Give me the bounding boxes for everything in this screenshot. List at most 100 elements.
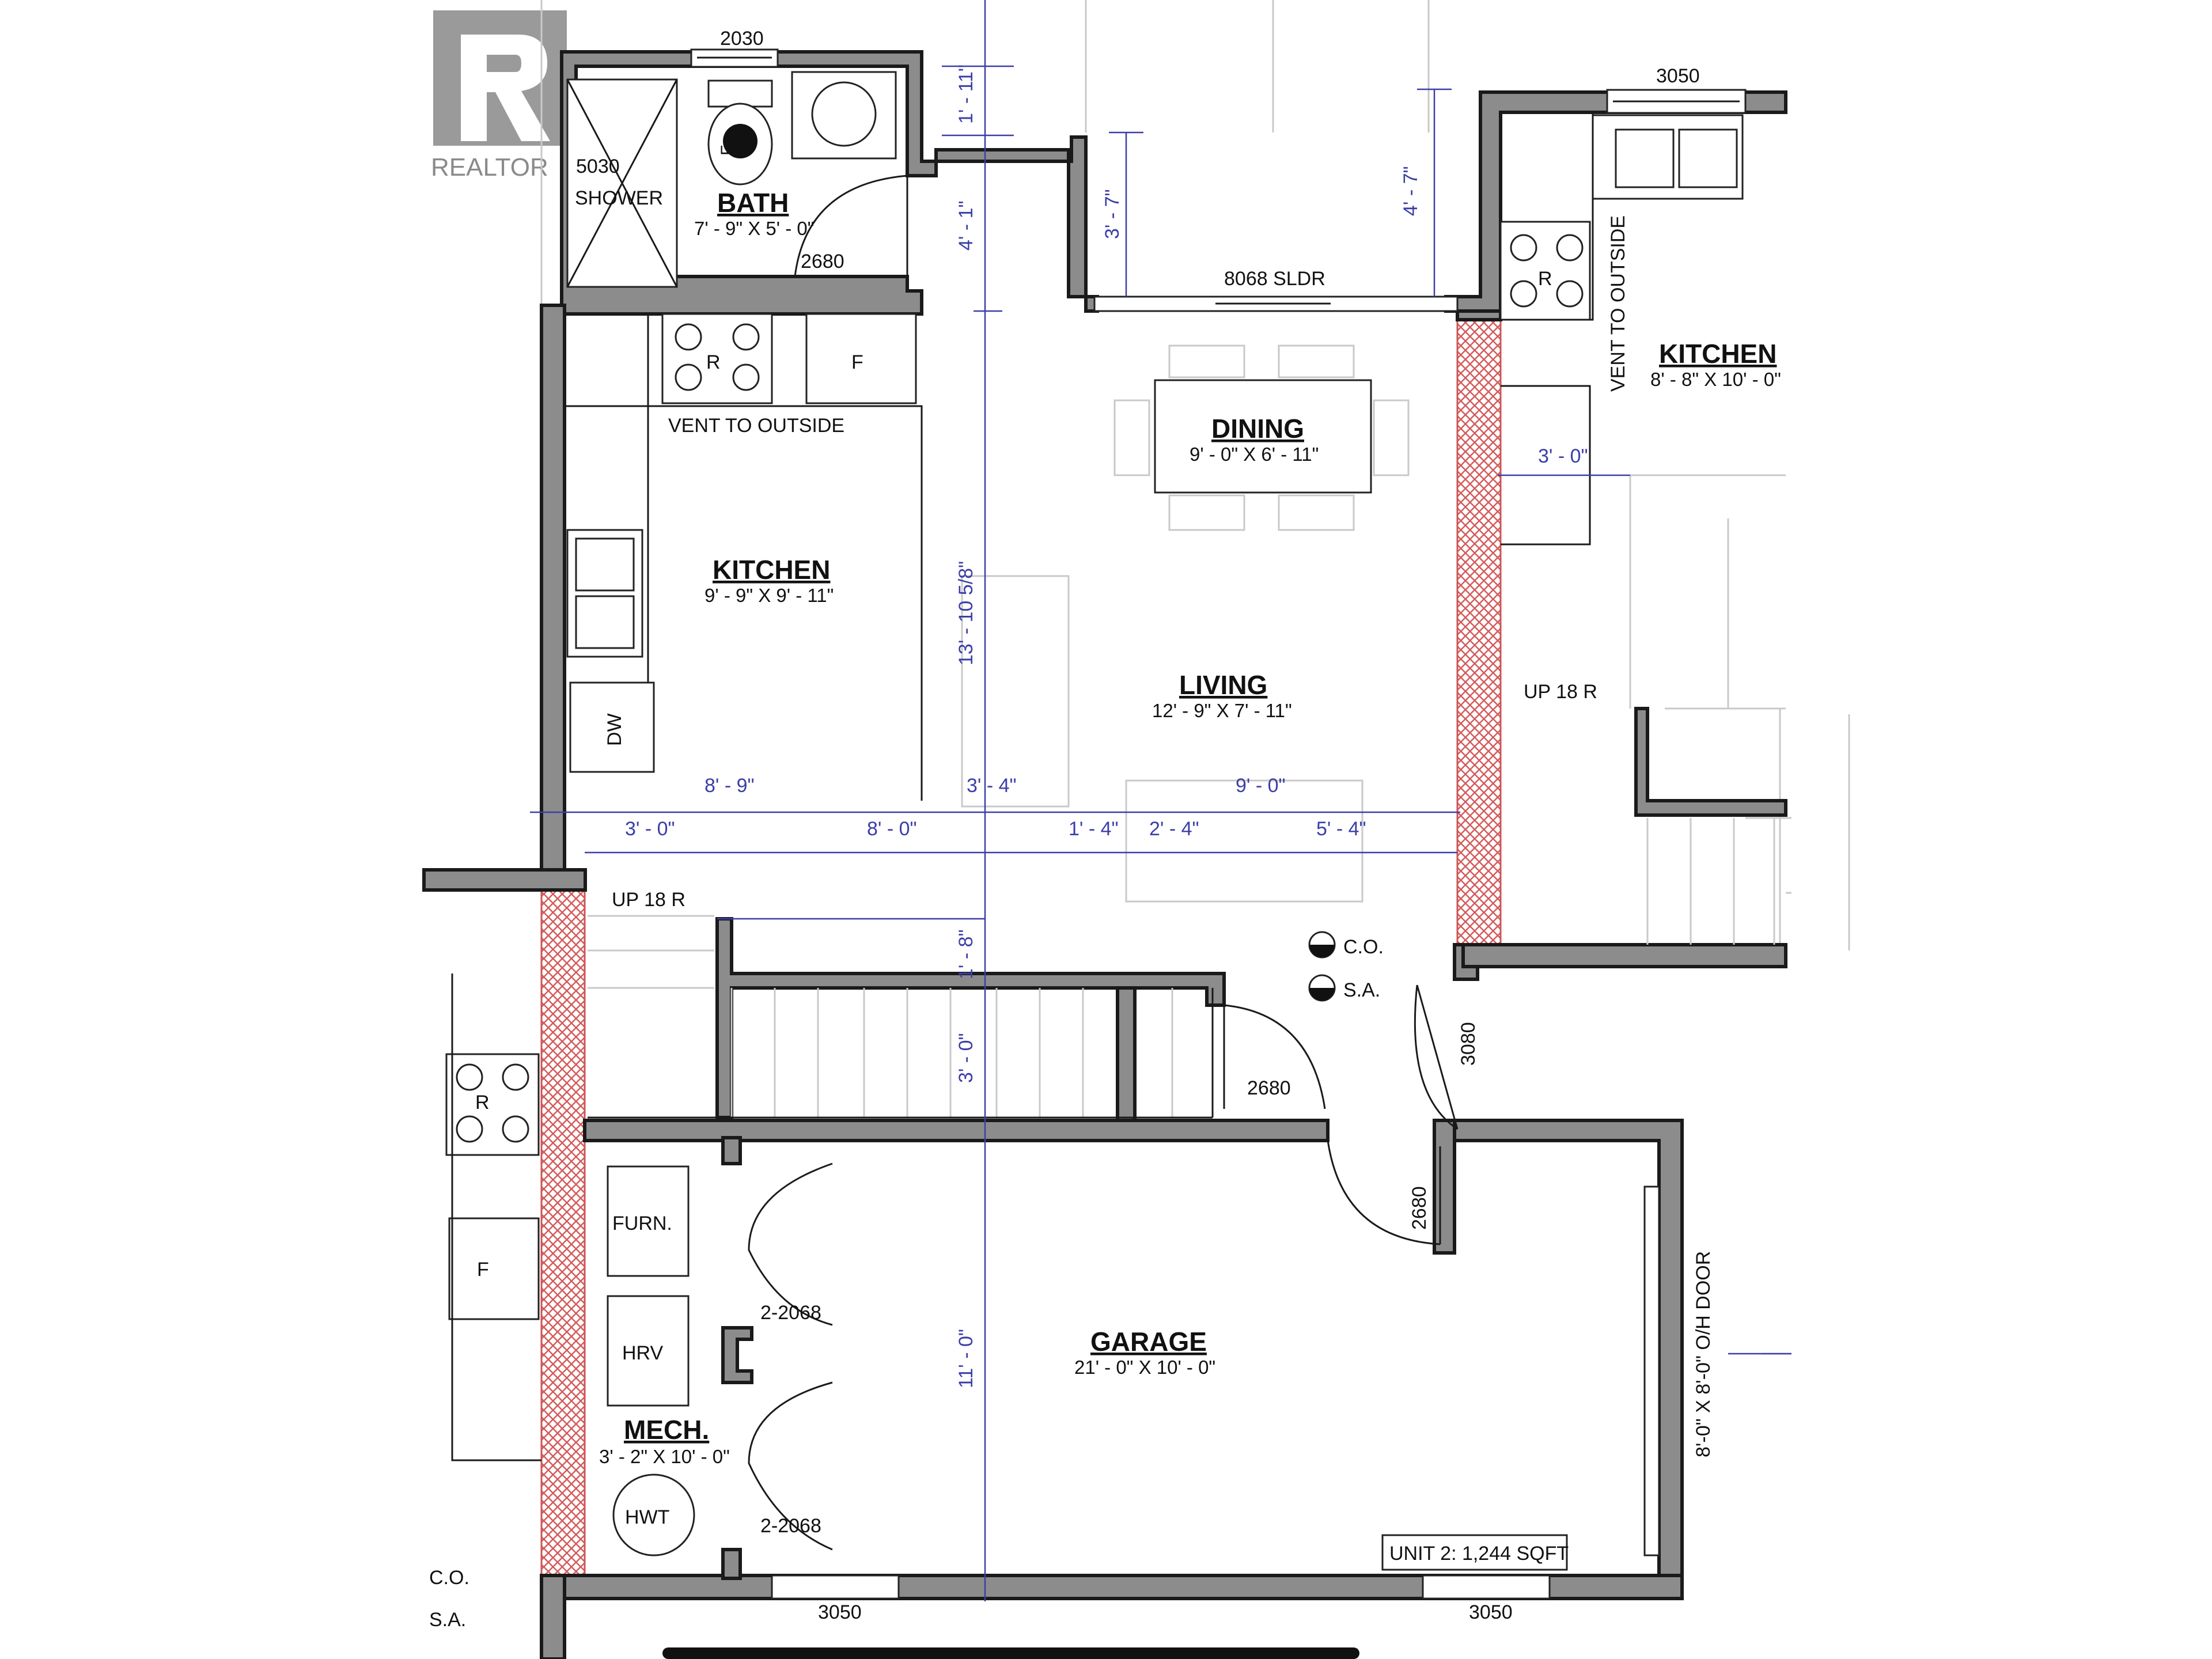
door-closet-upper	[748, 1162, 833, 1326]
tag-entry-door: 3080	[1457, 1022, 1479, 1066]
dim-1-4: 1' - 4"	[1069, 818, 1119, 840]
co-left-label: C.O.	[429, 1567, 469, 1589]
hrv-label: HRV	[622, 1342, 663, 1364]
realtor-logo-text: REALTOR	[431, 153, 548, 181]
unit-area-label: UNIT 2: 1,244 SQFT	[1389, 1543, 1569, 1565]
hwt-label: HWT	[625, 1506, 669, 1528]
tag-right-window: 3050	[1656, 65, 1700, 87]
fixture-labels: 5030 SHOWER F R F VENT TO OUTSIDE DW R V…	[429, 145, 1714, 1631]
co-label: C.O.	[1343, 936, 1384, 958]
sa-label: S.A.	[1343, 979, 1380, 1001]
toilet-label: F	[718, 145, 737, 156]
room-kitchen-right-size: 8' - 8" X 10' - 0"	[1650, 369, 1781, 390]
dim-3-0-a: 3' - 0"	[625, 818, 675, 840]
dim-3-4: 3' - 4"	[967, 775, 1017, 797]
range-main-label: R	[706, 351, 721, 373]
realtor-logo: REALTOR ®	[431, 10, 573, 181]
door-stair	[1223, 1004, 1326, 1109]
door-closet-lower	[748, 1381, 833, 1551]
dim-8-9: 8' - 9"	[704, 775, 755, 797]
dim-3-0-right: 3' - 0"	[1538, 445, 1588, 467]
windows	[690, 48, 1747, 1600]
sa-left-label: S.A.	[429, 1609, 466, 1631]
dim-1-11: 1' - 11"	[955, 65, 977, 124]
shower-number: 5030	[576, 156, 620, 177]
hrv-unit	[607, 1295, 690, 1407]
hot-water-tank	[612, 1474, 695, 1556]
dishwasher	[569, 681, 655, 773]
fridge-left	[448, 1217, 540, 1320]
sofa	[1125, 779, 1363, 903]
opening-tags: 2030 3050 2680 8068 SLDR 2680 3080 2680 …	[720, 28, 1700, 1623]
room-bath-name: BATH	[717, 188, 789, 218]
doors	[748, 175, 1459, 1551]
dim-3-7: 3' - 7"	[1101, 189, 1123, 239]
up-stairs-right-label: UP 18 R	[1524, 681, 1597, 703]
room-dining-size: 9' - 0" X 6' - 11"	[1190, 444, 1319, 465]
dim-4-1: 4' - 1"	[955, 200, 977, 251]
room-living-size: 12' - 9" X 7' - 11"	[1152, 700, 1292, 721]
room-kitchen-main-name: KITCHEN	[713, 555, 830, 585]
tag-bath-window: 2030	[720, 28, 764, 50]
range-left-label: R	[475, 1092, 490, 1113]
tag-bath-door: 2680	[801, 251, 844, 272]
door-entry	[1414, 984, 1459, 1130]
tag-closet-lower: 2-2068	[760, 1515, 821, 1537]
dim-4-7: 4' - 7"	[1400, 166, 1422, 216]
dim-1-8: 1' - 8"	[955, 929, 977, 979]
dim-2-4: 2' - 4"	[1149, 818, 1199, 840]
dim-5-4: 5' - 4"	[1316, 818, 1366, 840]
vent-main-label: VENT TO OUTSIDE	[668, 415, 844, 437]
dim-3-0-b: 3' - 0"	[955, 1033, 977, 1083]
room-garage-name: GARAGE	[1090, 1327, 1207, 1357]
room-mech-name: MECH.	[624, 1415, 709, 1445]
tag-garage-window-left: 3050	[818, 1601, 862, 1623]
tag-closet-upper: 2-2068	[760, 1302, 821, 1324]
door-bath	[794, 175, 908, 277]
kitchen-left-fixtures	[445, 974, 541, 1461]
room-dining-name: DINING	[1211, 414, 1304, 444]
room-labels: BATH 7' - 9" X 5' - 0" KITCHEN 9' - 9" X…	[599, 188, 1781, 1467]
up-stairs-label: UP 18 R	[612, 889, 685, 911]
firewall-left	[540, 886, 586, 1577]
dim-8-0: 8' - 0"	[867, 818, 917, 840]
range-right-label: R	[1538, 268, 1552, 290]
kitchen-right-fixtures	[1499, 112, 1786, 710]
window-garage-right	[1422, 1574, 1551, 1600]
dimension-labels: 1' - 11" 4' - 1" 3' - 7" 4' - 7" 3' - 0"…	[625, 65, 1588, 1388]
stairs	[588, 818, 1775, 1119]
dining-table	[1113, 344, 1410, 531]
overhead-door	[1643, 1185, 1660, 1556]
tag-slider: 8068 SLDR	[1224, 268, 1325, 290]
unit-area-box	[1381, 1534, 1568, 1571]
window-garage-left	[771, 1574, 900, 1600]
fixtures	[445, 71, 1786, 1571]
fridge-main	[805, 313, 917, 404]
room-living-name: LIVING	[1179, 670, 1267, 700]
furnace-label: FURN.	[612, 1213, 672, 1234]
fridge-main-label: F	[851, 351, 863, 373]
tag-stair-door: 2680	[1247, 1077, 1291, 1099]
shower-label: SHOWER	[575, 187, 663, 209]
room-kitchen-main-size: 9' - 9" X 9' - 11"	[704, 585, 834, 606]
room-garage-size: 21' - 0" X 10' - 0"	[1074, 1357, 1215, 1378]
dishwasher-label: DW	[604, 713, 626, 746]
dim-11-0: 11' - 0"	[955, 1329, 977, 1388]
furnace	[607, 1165, 690, 1277]
overhead-door-label: 8'-0" X 8'-0" O/H DOOR	[1692, 1251, 1714, 1457]
dim-13-10: 13' - 10 5/8"	[955, 561, 977, 665]
room-bath-size: 7' - 9" X 5' - 0"	[694, 218, 814, 239]
dim-9-0: 9' - 0"	[1236, 775, 1286, 797]
toilet-icon	[707, 79, 773, 185]
range-main-icon	[661, 313, 773, 404]
tag-garage-door: 2680	[1408, 1186, 1430, 1230]
fridge-left-label: F	[477, 1259, 489, 1281]
tag-garage-window-right: 3050	[1469, 1601, 1513, 1623]
firewall-right	[1456, 313, 1502, 946]
room-mech-size: 3' - 2" X 10' - 0"	[599, 1446, 730, 1467]
room-kitchen-right-name: KITCHEN	[1659, 339, 1777, 369]
dimension-lines	[530, 0, 1791, 1601]
bottom-bar	[662, 1647, 1359, 1659]
vent-right-label: VENT TO OUTSIDE	[1607, 215, 1629, 392]
